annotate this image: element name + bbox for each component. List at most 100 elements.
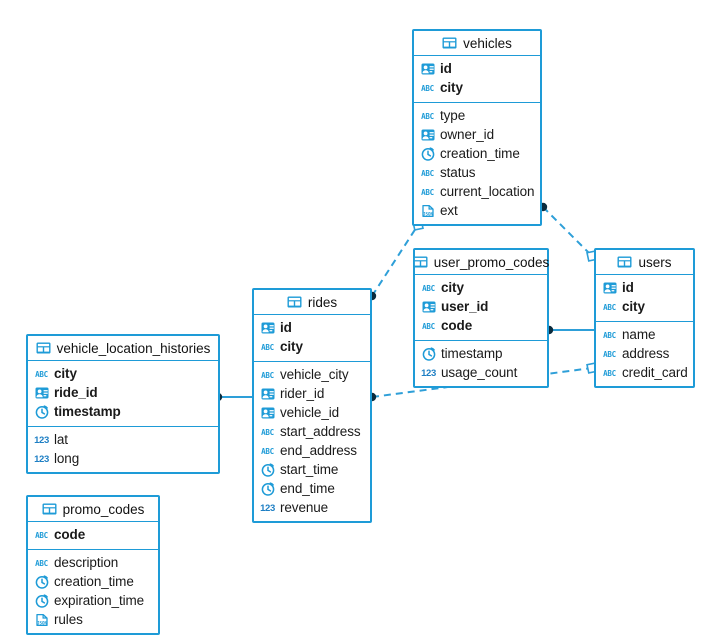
- abc-string-icon: ABC: [421, 111, 434, 121]
- key-id-icon: [34, 386, 49, 400]
- column-name: ext: [440, 203, 458, 218]
- primary-key-row[interactable]: id: [414, 59, 540, 78]
- clock-icon: [260, 481, 275, 496]
- column-row[interactable]: ABC type: [414, 106, 540, 125]
- table-header[interactable]: rides: [254, 290, 370, 315]
- abc-string-icon: ABC: [603, 349, 616, 359]
- column-name: city: [441, 280, 464, 295]
- column-name: owner_id: [440, 127, 494, 142]
- table-header[interactable]: vehicles: [414, 31, 540, 56]
- table-name: rides: [307, 294, 338, 310]
- table-header[interactable]: promo_codes: [28, 497, 158, 522]
- primary-key-row[interactable]: timestamp: [28, 402, 218, 421]
- column-row[interactable]: rider_id: [254, 384, 370, 403]
- column-row[interactable]: vehicle_id: [254, 403, 370, 422]
- column-name: long: [54, 451, 80, 466]
- column-row[interactable]: expiration_time: [28, 591, 158, 610]
- table-header[interactable]: user_promo_codes: [413, 250, 550, 275]
- column-row[interactable]: end_time: [254, 479, 370, 498]
- table-icon: [287, 295, 302, 309]
- relationship-rel-upc-users[interactable]: [544, 325, 594, 335]
- table-icon: [42, 502, 57, 516]
- primary-key-row[interactable]: id: [254, 318, 370, 337]
- primary-key-row[interactable]: ride_id: [28, 383, 218, 402]
- column-name: creation_time: [440, 146, 520, 161]
- column-name: description: [54, 555, 119, 570]
- clock-icon: [260, 462, 275, 477]
- clock-icon: [421, 346, 436, 361]
- table-name: vehicles: [463, 35, 512, 51]
- column-name: id: [622, 280, 634, 295]
- column-name: start_time: [280, 462, 339, 477]
- json-icon: JSON: [34, 613, 49, 627]
- column-row[interactable]: start_time: [254, 460, 370, 479]
- table-header[interactable]: users: [596, 250, 693, 275]
- abc-string-icon: ABC: [261, 342, 274, 352]
- primary-key-row[interactable]: user_id: [415, 297, 547, 316]
- abc-string-icon: ABC: [422, 321, 435, 331]
- column-row[interactable]: creation_time: [414, 144, 540, 163]
- column-row[interactable]: 123 lat: [28, 430, 218, 449]
- abc-string-icon: ABC: [603, 368, 616, 378]
- column-row[interactable]: JSON ext: [414, 201, 540, 220]
- primary-key-row[interactable]: ABC code: [28, 525, 158, 544]
- primary-key-row[interactable]: ABC code: [415, 316, 547, 335]
- primary-key-row[interactable]: id: [596, 278, 693, 297]
- column-row[interactable]: timestamp: [415, 344, 547, 363]
- column-name: city: [54, 366, 77, 381]
- number-icon: 123: [34, 434, 49, 446]
- column-name: code: [441, 318, 473, 333]
- table-name: user_promo_codes: [433, 254, 550, 270]
- clock-icon: [34, 404, 49, 419]
- table-name: vehicle_location_histories: [56, 340, 211, 356]
- column-name: id: [280, 320, 292, 335]
- key-id-icon: [420, 62, 435, 76]
- abc-string-icon: ABC: [261, 427, 274, 437]
- abc-string-icon: ABC: [421, 83, 434, 93]
- json-icon: JSON: [420, 204, 435, 218]
- column-name: timestamp: [54, 404, 121, 419]
- column-name: code: [54, 527, 86, 542]
- column-name: type: [440, 108, 466, 123]
- column-name: address: [622, 346, 670, 361]
- abc-string-icon: ABC: [35, 530, 48, 540]
- clock-icon: [34, 593, 49, 608]
- key-id-icon: [260, 406, 275, 420]
- column-row[interactable]: ABC address: [596, 344, 693, 363]
- column-name: lat: [54, 432, 68, 447]
- column-row[interactable]: owner_id: [414, 125, 540, 144]
- table-header[interactable]: vehicle_location_histories: [28, 336, 218, 361]
- column-name: id: [440, 61, 452, 76]
- column-row[interactable]: creation_time: [28, 572, 158, 591]
- column-name: vehicle_city: [280, 367, 349, 382]
